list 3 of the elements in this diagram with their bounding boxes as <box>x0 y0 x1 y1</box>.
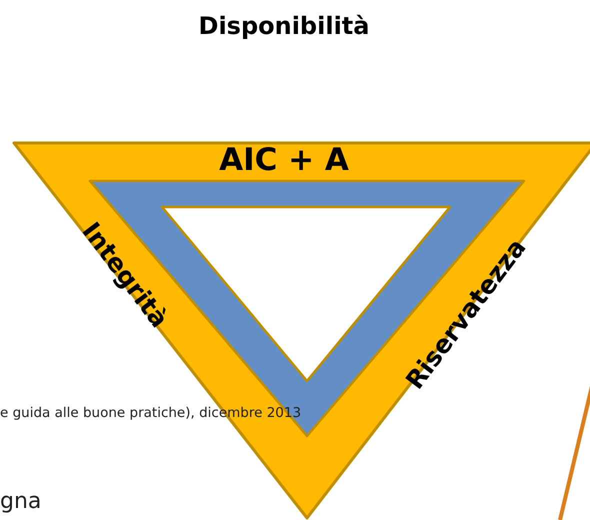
title: Disponibilità <box>198 12 370 40</box>
body-text: gna <box>0 490 42 514</box>
band-label: AIC + A <box>219 142 349 178</box>
